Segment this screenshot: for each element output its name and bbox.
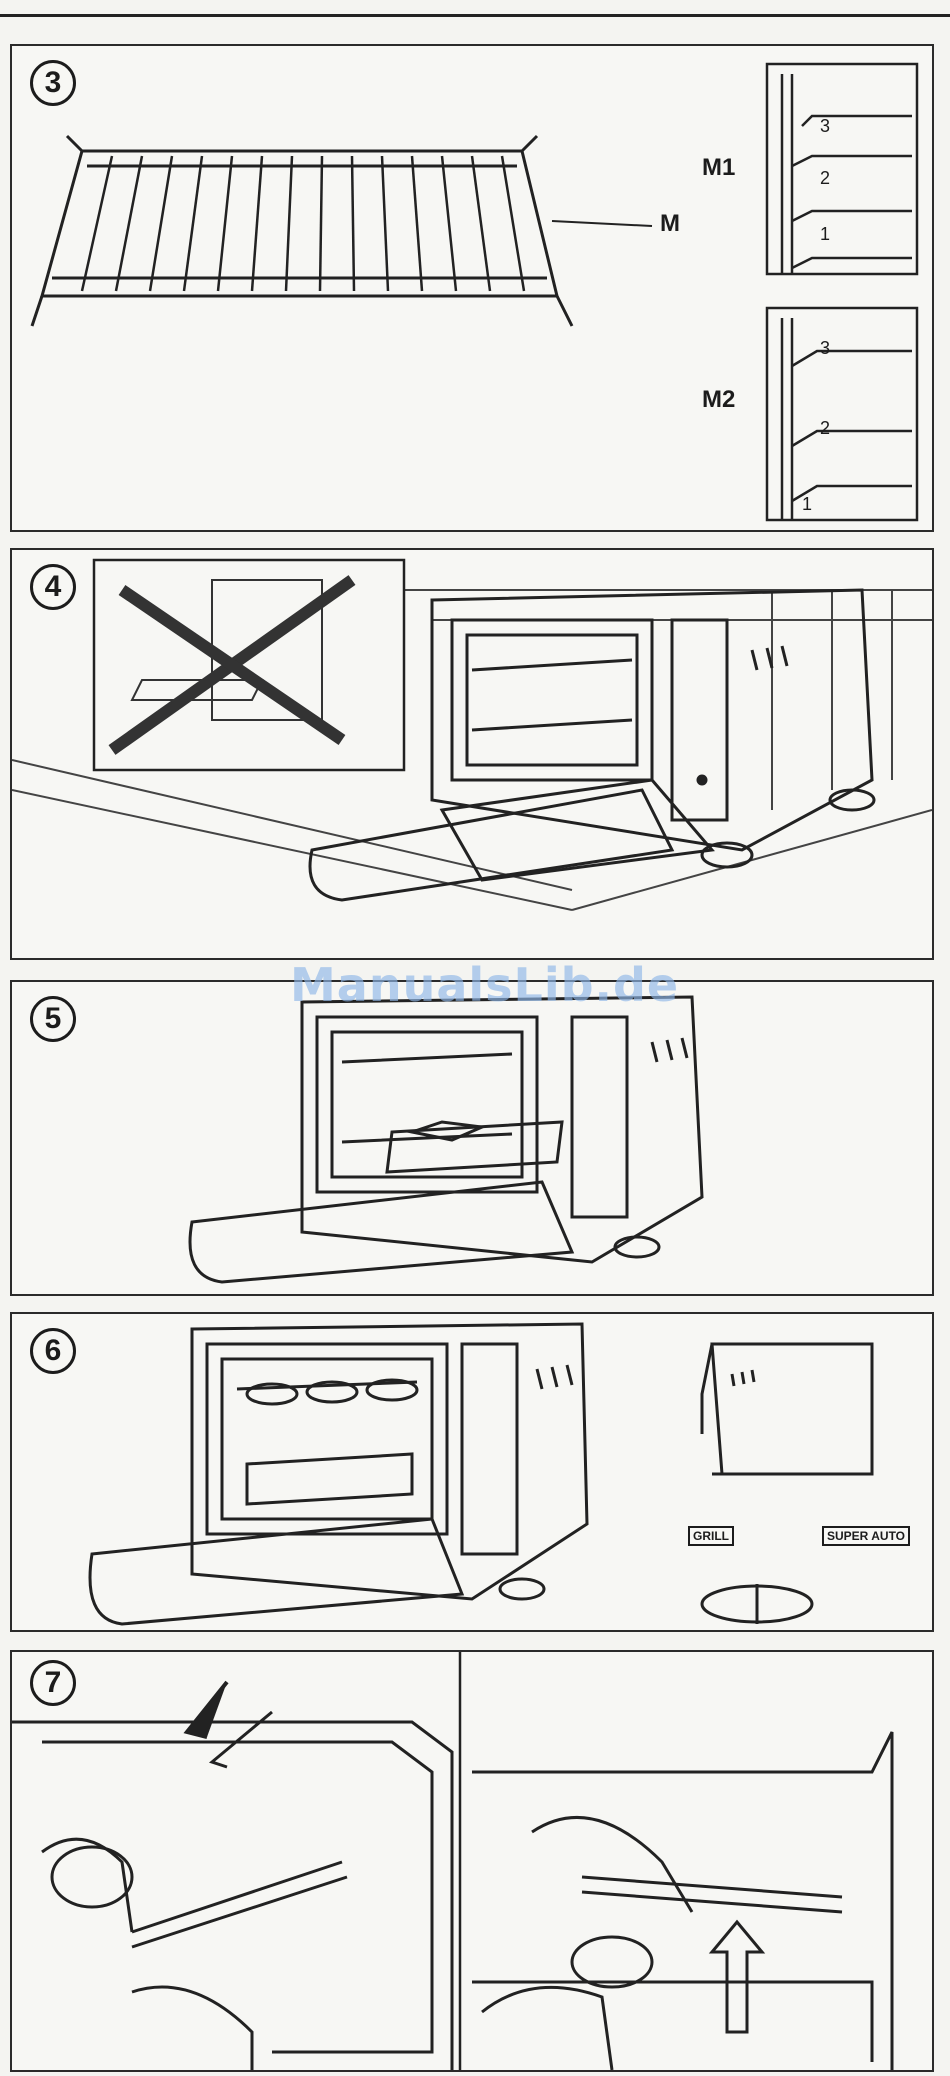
label-m: M xyxy=(660,210,680,238)
m2-level-3: 3 xyxy=(820,338,830,359)
step-6-number: 6 xyxy=(30,1328,76,1374)
top-rule xyxy=(0,14,950,17)
wire-rack-illustration xyxy=(12,46,932,530)
label-m1: M1 xyxy=(702,154,735,182)
oven-grill-illustration xyxy=(12,1314,932,1630)
step-6-panel: 6 GRILL SUPER AUTO xyxy=(10,1312,934,1632)
warning-inset xyxy=(94,560,404,770)
m2-inset xyxy=(767,308,917,520)
label-m2: M2 xyxy=(702,386,735,414)
m1-inset xyxy=(767,64,917,274)
heating-element-cleaning-illustration xyxy=(12,1652,932,2070)
m2-level-1: 1 xyxy=(802,494,812,515)
step-5-number: 5 xyxy=(30,996,76,1042)
m1-level-1: 1 xyxy=(820,224,830,245)
m1-level-3: 3 xyxy=(820,116,830,137)
step-3-panel: 3 xyxy=(10,44,934,532)
step-3-number: 3 xyxy=(30,60,76,106)
step-5-panel: 5 xyxy=(10,980,934,1296)
super-auto-tag: SUPER AUTO xyxy=(822,1526,910,1546)
step-4-panel: 4 xyxy=(10,548,934,960)
watermark: ManualsLib.de xyxy=(290,958,679,1012)
oven-tray-illustration xyxy=(12,982,932,1294)
step-7-number: 7 xyxy=(30,1660,76,1706)
step-7-panel: 7 xyxy=(10,1650,934,2072)
oven-open-door-illustration xyxy=(12,550,932,958)
m1-level-2: 2 xyxy=(820,168,830,189)
grill-tag: GRILL xyxy=(688,1526,734,1546)
m2-level-2: 2 xyxy=(820,418,830,439)
step-4-number: 4 xyxy=(30,564,76,610)
